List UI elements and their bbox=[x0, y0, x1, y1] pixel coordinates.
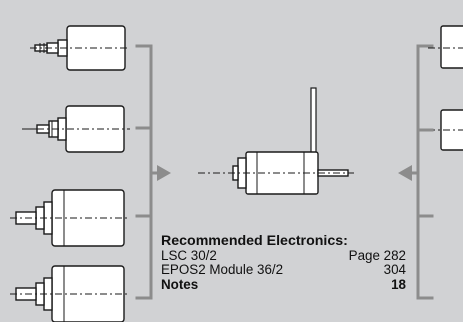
recommended-electronics-panel: Recommended Electronics: LSC 30/2 Page 2… bbox=[161, 234, 406, 292]
electronics-row-epos2: EPOS2 Module 36/2 304 bbox=[161, 263, 406, 278]
left-center-lines bbox=[10, 47, 130, 295]
electronics-row-name: EPOS2 Module 36/2 bbox=[161, 262, 284, 278]
arrow-right-icon bbox=[151, 165, 171, 181]
notes-row: Notes 18 bbox=[161, 276, 406, 293]
notes-page: 18 bbox=[391, 276, 406, 292]
right-bracket bbox=[416, 44, 434, 300]
encoder-drawing-1 bbox=[440, 25, 463, 69]
encoder-drawing-2 bbox=[440, 109, 463, 151]
motor-drawing bbox=[232, 87, 349, 195]
electronics-row-page: Page 282 bbox=[348, 247, 406, 263]
electronics-row-lsc: LSC 30/2 Page 282 bbox=[161, 247, 406, 264]
arrow-left-icon bbox=[398, 165, 418, 181]
right-center-lines bbox=[428, 47, 463, 131]
notes-label: Notes bbox=[161, 276, 199, 292]
electronics-row-name: LSC 30/2 bbox=[161, 247, 217, 263]
left-bracket bbox=[135, 44, 153, 300]
electronics-row-page: 304 bbox=[383, 262, 406, 278]
recommended-electronics-heading: Recommended Electronics: bbox=[161, 233, 348, 249]
